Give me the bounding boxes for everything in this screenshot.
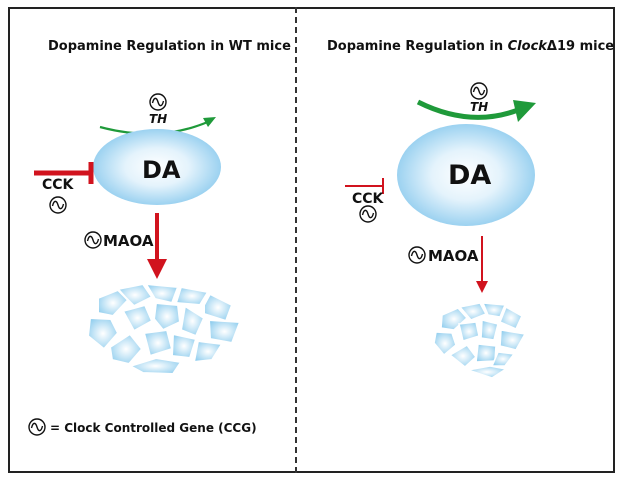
right-title-suffix: Δ19 mice [546,39,615,54]
left-th-arrowhead [203,117,216,127]
left-da-label: DA [142,156,181,184]
right-maoa-label: MAOA [428,247,479,265]
right-degraded-dopamine [433,302,527,379]
right-th-label: TH [470,100,489,114]
left-cck-label: CCK [42,177,74,193]
right-maoa-ccg-icon [408,246,426,264]
right-panel-title: Dopamine Regulation in ClockΔ19 mice [327,39,614,54]
right-cck-label: CCK [352,191,384,207]
right-da-label: DA [448,160,492,191]
left-maoa-ccg-icon [84,231,102,249]
left-th-label: TH [149,112,168,126]
left-da-ellipse [93,129,221,205]
right-title-prefix: Dopamine Regulation in [327,39,508,54]
left-maoa-arrowhead [147,259,167,279]
right-th-ccg-icon [470,82,488,100]
left-degraded-dopamine [86,282,242,376]
left-th-ccg-icon [149,93,167,111]
panel-divider [295,7,297,473]
right-cck-ccg-icon [359,205,377,223]
right-maoa-arrowhead [476,281,488,293]
legend-text: = Clock Controlled Gene (CCG) [50,421,257,435]
right-panel [345,82,536,379]
left-panel [28,93,242,436]
figure-frame [8,7,615,473]
left-maoa-label: MAOA [103,232,154,250]
right-th-arrow [416,99,519,120]
left-panel-title: Dopamine Regulation in WT mice [48,39,291,54]
left-cck-ccg-icon [49,196,67,214]
right-title-gene: Clock [507,39,547,54]
right-da-ellipse [397,124,535,226]
legend-ccg-icon [28,418,46,436]
right-th-arrowhead [513,100,536,122]
